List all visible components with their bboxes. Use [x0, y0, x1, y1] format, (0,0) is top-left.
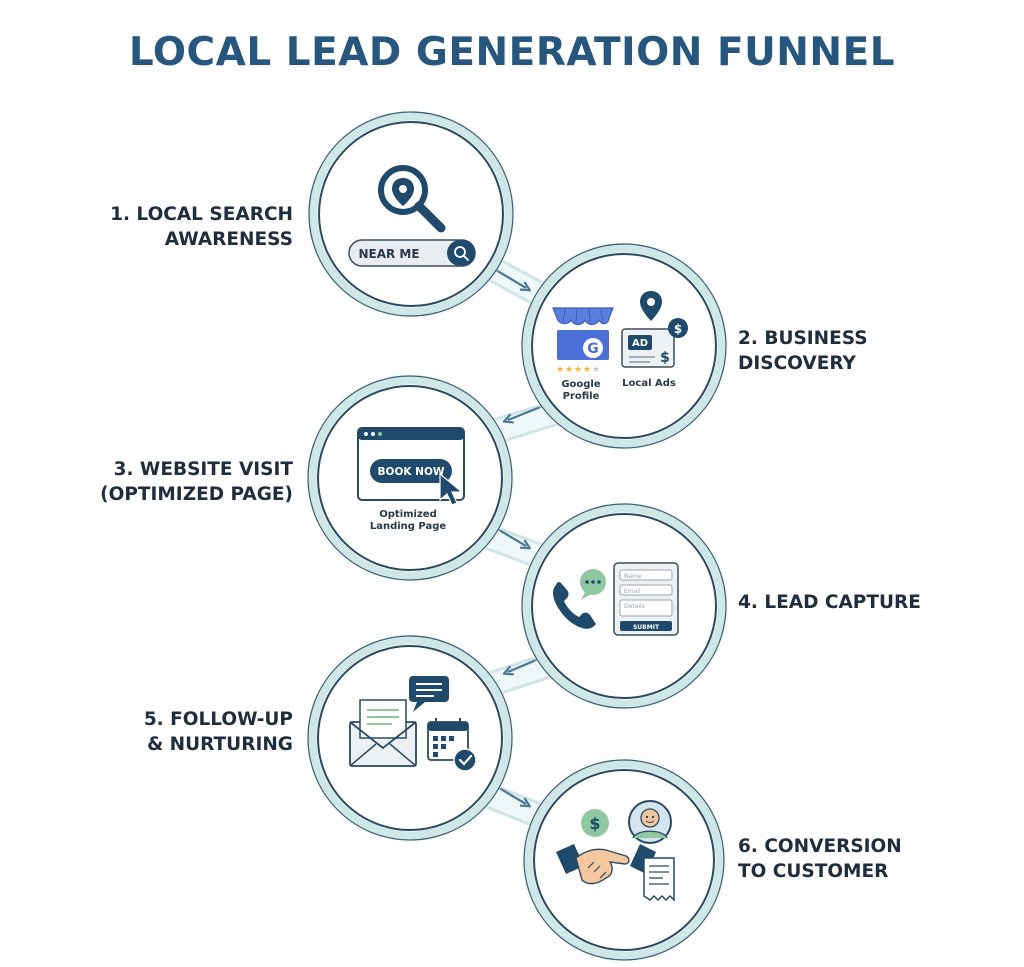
star-empty-icon: ★ [592, 365, 600, 375]
magnifier-pin-icon [378, 165, 446, 233]
step-4-label: 4. LEAD CAPTURE [738, 590, 921, 615]
step-3-label-line2: (OPTIMIZED PAGE) [100, 484, 293, 505]
step-5-label-line1: 5. FOLLOW-UP [143, 709, 293, 730]
lead-form: Name Email Details SUBMIT [613, 562, 679, 636]
step-6-label-line2: TO CUSTOMER [738, 861, 889, 882]
step-5-label: 5. FOLLOW-UP & NURTURING [144, 707, 293, 757]
step-3-label: 3. WEBSITE VISIT (OPTIMIZED PAGE) [100, 457, 293, 507]
step-6-label-line1: 6. CONVERSION [738, 836, 902, 857]
star-icon: ★ [565, 365, 573, 375]
google-letter: G [587, 341, 599, 357]
submit-button-text: SUBMIT [633, 624, 660, 631]
star-icon: ★ [556, 365, 564, 375]
google-profile-label-line2: Profile [563, 391, 600, 402]
storefront-icon [552, 307, 614, 360]
calendar-icon [427, 718, 469, 761]
ad-dollar-sign: $ [660, 350, 670, 366]
star-icon: ★ [583, 365, 591, 375]
step-3-label-line1: 3. WEBSITE VISIT [113, 459, 293, 480]
name-field-placeholder: Name [624, 573, 642, 580]
customer-avatar-icon [628, 800, 672, 844]
step-4-label-line1: 4. LEAD CAPTURE [738, 592, 921, 613]
handshake-icon [556, 844, 656, 885]
location-pin-icon [640, 291, 662, 321]
handshake-dollar-sign: $ [589, 814, 600, 833]
step-2-label: 2. BUSINESS DISCOVERY [738, 326, 868, 376]
step-1-label-line2: AWARENESS [164, 229, 293, 250]
phone-icon [553, 581, 596, 629]
coin-dollar-sign: $ [674, 322, 682, 336]
search-bar-text: NEAR ME [358, 247, 419, 261]
step-6-label: 6. CONVERSION TO CUSTOMER [738, 834, 902, 884]
arrow-1-to-2 [495, 269, 526, 288]
search-icon [454, 246, 469, 261]
receipt-icon [643, 857, 675, 902]
local-ads-label: Local Ads [622, 378, 676, 389]
envelope-icon [349, 699, 417, 767]
book-now-button-text: BOOK NOW [378, 466, 445, 478]
google-logo-icon: G [583, 338, 603, 358]
search-bar: NEAR ME [348, 239, 476, 267]
step-2-label-line1: 2. BUSINESS [738, 328, 868, 349]
browser-window: BOOK NOW [357, 427, 465, 501]
landing-page-caption-line2: Landing Page [370, 521, 447, 532]
step-1-label: 1. LOCAL SEARCH AWARENESS [110, 202, 293, 252]
dollar-coin-icon: $ [668, 318, 688, 338]
step-2-label-line2: DISCOVERY [738, 353, 856, 374]
chat-bubble-icon [580, 569, 606, 600]
step-5-label-line2: & NURTURING [147, 734, 293, 755]
page-title: LOCAL LEAD GENERATION FUNNEL [128, 30, 896, 75]
message-bubble-icon [409, 676, 449, 712]
check-badge-icon [453, 748, 477, 772]
google-profile-label-line1: Google [561, 379, 601, 390]
dollar-coin-icon: $ [581, 809, 609, 837]
rating-stars: ★ ★ ★ ★ ★ [556, 365, 600, 375]
ad-badge: AD [632, 338, 648, 349]
star-icon: ★ [574, 365, 582, 375]
details-field-placeholder: Details [624, 603, 645, 610]
step-1-label-line1: 1. LOCAL SEARCH [110, 204, 293, 225]
email-field-placeholder: Email [624, 588, 641, 595]
landing-page-caption-line1: Optimized [379, 509, 436, 520]
step-2-circle [518, 240, 730, 452]
cursor-icon [439, 472, 464, 506]
step-1-circle [305, 108, 517, 320]
ad-card: AD $ [621, 328, 675, 368]
